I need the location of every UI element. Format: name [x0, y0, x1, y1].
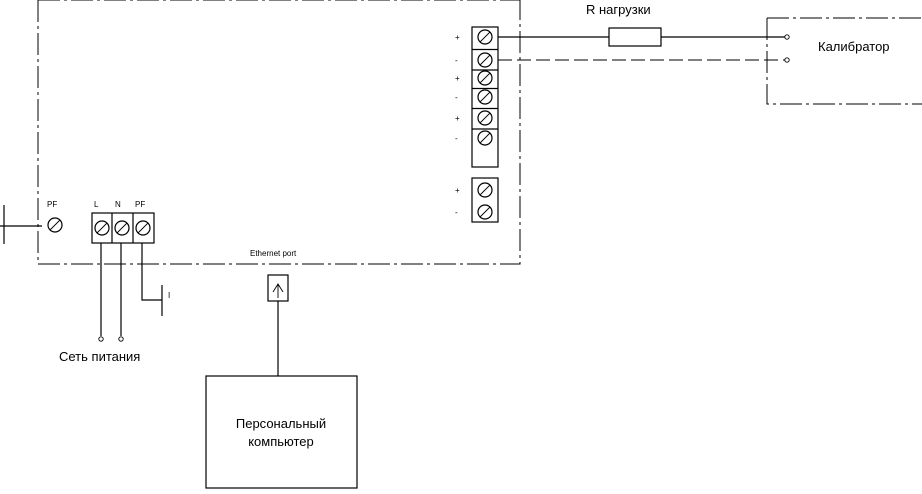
terminal-sign: -: [455, 134, 458, 143]
pf-ground-terminal: PF: [0, 200, 63, 244]
load-resistor: [608, 27, 662, 47]
ethernet-label: Ethernet port: [250, 249, 297, 258]
output-terminal-strip: + - + - + - + -: [455, 26, 499, 223]
terminal-L-label: L: [94, 200, 99, 209]
calibrator-terminal-plus: [784, 34, 790, 40]
screw-N-icon: [114, 220, 130, 236]
calibrator: Калибратор: [766, 17, 922, 105]
power-terminal-block: L N PF: [91, 200, 155, 244]
pc-box-frame: [205, 375, 358, 489]
output-screw-icon: [477, 70, 493, 86]
mains-wires: Сеть питания: [59, 243, 140, 364]
ground-mark: I: [168, 291, 170, 300]
calibrator-label: Калибратор: [818, 39, 890, 54]
output-screw-icon: [477, 130, 493, 146]
screw-PF-icon: [135, 220, 151, 236]
calibrator-terminal-minus: [784, 57, 790, 63]
terminal-sign: +: [455, 33, 460, 42]
wire-PF: [141, 243, 162, 301]
terminal-sign: +: [455, 114, 460, 123]
terminal-PF-label: PF: [135, 200, 145, 209]
output-terminals-lower: [471, 177, 499, 223]
calibrator-frame: [766, 17, 922, 105]
mains-label: Сеть питания: [59, 349, 140, 364]
pf-screw-icon: [47, 217, 63, 233]
output-screw-icon: [477, 89, 493, 105]
terminal-sign: +: [455, 74, 460, 83]
screw-L-icon: [94, 220, 110, 236]
output-screw-icon: [477, 29, 493, 45]
terminal-N-label: N: [115, 200, 121, 209]
pe-ground-wire: I: [141, 243, 170, 316]
power-terminal-housing: [91, 212, 155, 244]
measurement-loop: R нагрузки: [498, 2, 785, 61]
output-screw-icon: [477, 52, 493, 68]
output-screw-icon: [477, 204, 493, 220]
ethernet-port: Ethernet port: [250, 249, 297, 376]
r-load-label: R нагрузки: [586, 2, 651, 17]
device-enclosure: [37, 0, 521, 265]
output-screw-icon: [477, 110, 493, 126]
pc-box: Персональный компьютер: [205, 375, 358, 489]
terminal-sign: -: [455, 208, 458, 217]
pf-left-label: PF: [47, 200, 57, 209]
output-screw-icon: [477, 182, 493, 198]
terminal-sign: -: [455, 93, 458, 102]
pc-label-line2: компьютер: [248, 434, 314, 449]
terminal-sign: -: [455, 56, 458, 65]
pc-label-line1: Персональный: [236, 416, 326, 431]
terminal-sign: +: [455, 186, 460, 195]
